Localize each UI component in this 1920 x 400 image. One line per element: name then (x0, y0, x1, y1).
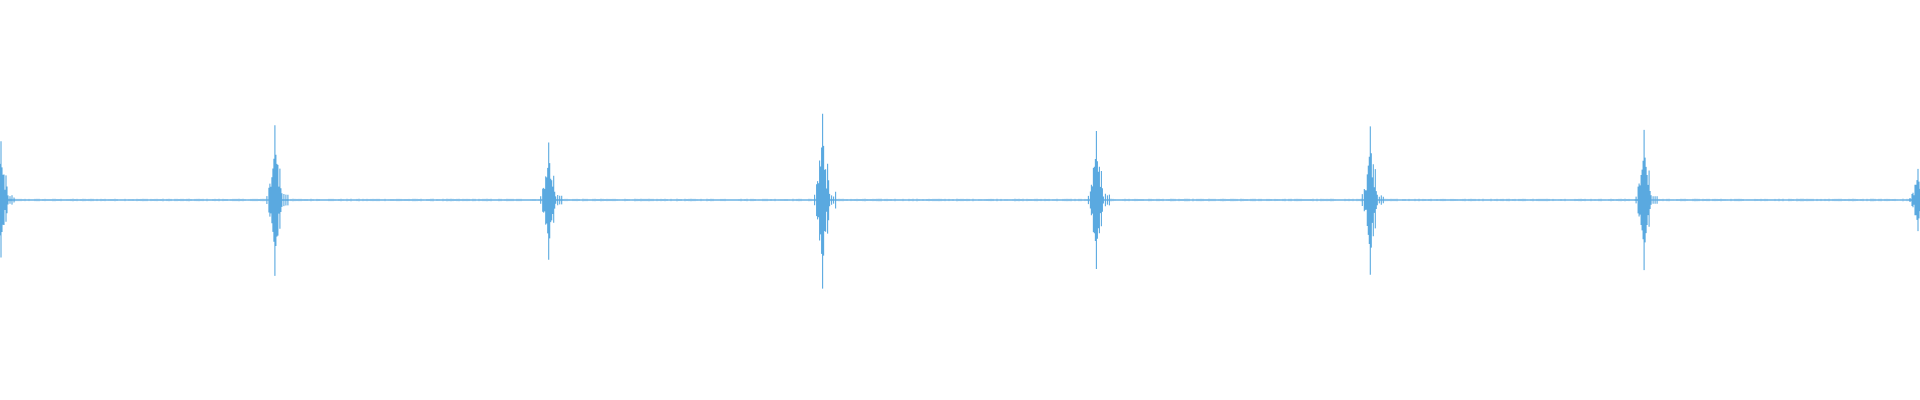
waveform-burst (1635, 129, 1658, 271)
waveform-burst (0, 141, 15, 258)
burst-strokes (814, 113, 837, 289)
burst-strokes (540, 142, 563, 260)
waveform-burst (540, 142, 563, 260)
waveform-burst (814, 113, 837, 289)
burst-strokes (0, 141, 15, 258)
waveform-burst (1361, 126, 1384, 275)
burst-strokes (1909, 168, 1920, 232)
burst-strokes (1635, 129, 1658, 271)
burst-strokes (1361, 126, 1384, 275)
waveform-burst (1909, 168, 1920, 232)
waveform-burst (1087, 131, 1110, 269)
burst-strokes (1087, 131, 1110, 269)
burst-strokes (266, 125, 289, 276)
waveform-burst (266, 125, 289, 276)
